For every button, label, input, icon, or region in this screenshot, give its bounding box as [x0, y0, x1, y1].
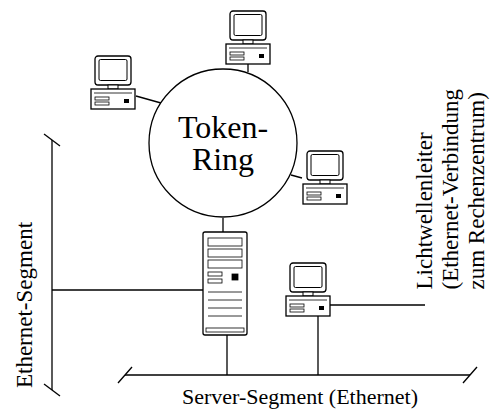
workstation — [303, 151, 347, 204]
workstation — [91, 56, 135, 109]
ring-outline — [149, 69, 297, 217]
segment-label: Ethernet-Segment — [12, 222, 38, 388]
workstation — [286, 263, 330, 316]
server-tower — [203, 232, 247, 335]
node-title: Token- Ring — [170, 111, 276, 175]
node-body: Token- Ring — [148, 68, 298, 218]
fibre-label: Lichtwellenleiter (Ethernet-Verbindung z… — [412, 55, 490, 290]
segment-label: Server-Segment (Ethernet) — [182, 384, 418, 409]
workstation — [226, 11, 270, 64]
ring-node: Token- Ring — [148, 68, 298, 218]
